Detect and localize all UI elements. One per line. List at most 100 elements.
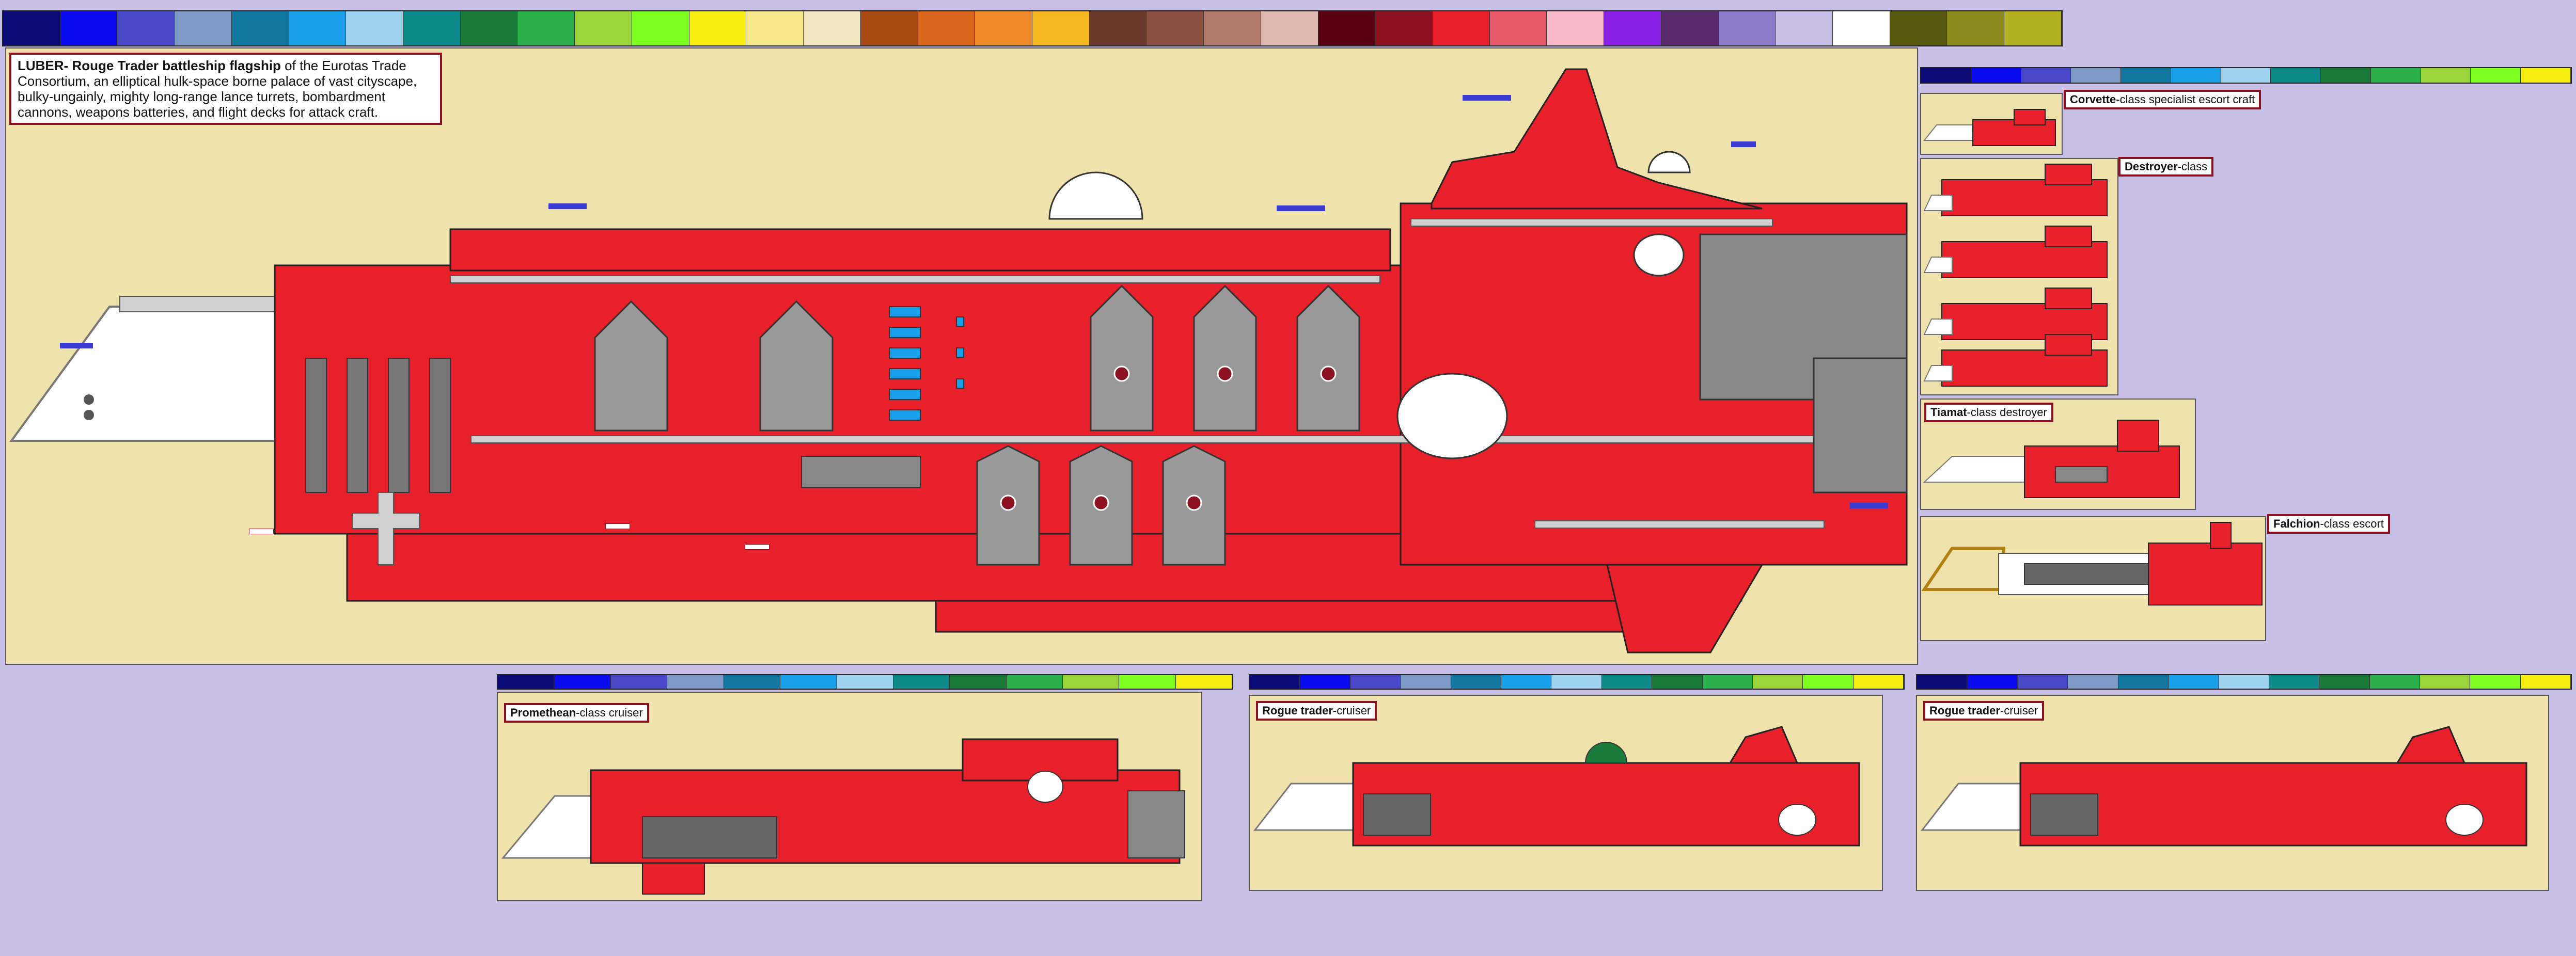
destroyer-class: -class	[2177, 160, 2208, 173]
color-swatch	[2420, 675, 2471, 689]
main-porthole	[1396, 373, 1508, 459]
fore-columns	[305, 358, 451, 493]
color-swatch	[1604, 11, 1661, 45]
color-swatch	[2321, 68, 2371, 83]
color-swatch	[1175, 675, 1233, 689]
color-swatch	[1833, 11, 1890, 45]
color-swatch	[610, 675, 668, 689]
falchion-caption: Falchion-class escort	[2267, 514, 2390, 534]
color-swatch	[1776, 11, 1833, 45]
color-swatch	[1089, 11, 1147, 45]
rogue2-caption: Rogue trader-cruiser	[1923, 701, 2045, 721]
color-swatch	[2521, 68, 2571, 83]
color-swatch	[517, 11, 575, 45]
tiamat-schematic	[1923, 420, 2180, 498]
annotation-tag	[548, 203, 587, 209]
destroyer-schematic	[1923, 164, 2108, 387]
color-swatch	[1401, 675, 1451, 689]
color-swatch	[1146, 11, 1204, 45]
color-swatch	[975, 11, 1032, 45]
color-swatch	[1032, 11, 1090, 45]
color-swatch	[2121, 68, 2171, 83]
color-swatch	[1451, 675, 1501, 689]
color-swatch	[2068, 675, 2118, 689]
deck-rail-lower	[470, 435, 1897, 443]
color-swatch	[1652, 675, 1703, 689]
corvette-panel	[1920, 93, 2063, 155]
color-swatch	[3, 11, 60, 45]
rogue2-name: Rogue trader	[1929, 704, 2000, 717]
color-swatch	[1921, 68, 1971, 83]
color-swatch	[2017, 675, 2068, 689]
tiamat-caption: Tiamat-class destroyer	[1924, 403, 2053, 422]
color-swatch	[1752, 675, 1803, 689]
prow-vents	[84, 394, 94, 420]
color-swatch	[2071, 68, 2122, 83]
destroyer-caption: Destroyer-class	[2118, 157, 2214, 177]
color-swatch	[460, 11, 518, 45]
color-swatch	[2219, 675, 2269, 689]
color-swatch	[2471, 68, 2521, 83]
color-swatch	[2271, 68, 2321, 83]
rogue-trader-panel-2: Rogue trader-cruiser	[1916, 695, 2549, 891]
corvette-name: Corvette	[2070, 93, 2116, 106]
color-swatch	[1261, 11, 1318, 45]
color-swatch	[1803, 675, 1854, 689]
color-swatch	[1489, 11, 1547, 45]
color-swatch	[1119, 675, 1176, 689]
color-swatch	[2269, 675, 2320, 689]
color-swatch	[289, 11, 347, 45]
color-swatch	[2168, 675, 2219, 689]
promethean-class: -class cruiser	[576, 706, 643, 719]
falchion-panel	[1920, 516, 2266, 641]
color-swatch	[667, 675, 724, 689]
color-swatch	[1547, 11, 1605, 45]
color-swatch	[2520, 675, 2571, 689]
color-swatch	[1062, 675, 1120, 689]
color-swatch	[554, 675, 611, 689]
annotation-tag	[1277, 205, 1325, 211]
promethean-panel: Promethean-class cruiser	[497, 692, 1202, 901]
color-swatch	[1971, 68, 2021, 83]
color-swatch	[1350, 675, 1401, 689]
observation-dome	[1048, 171, 1143, 220]
color-swatch	[575, 11, 632, 45]
color-swatch	[2370, 68, 2421, 83]
annotation-tag	[1463, 95, 1511, 101]
destroyer-name: Destroyer	[2125, 160, 2178, 173]
rogue1-class: -cruiser	[1332, 704, 1371, 717]
tiamat-panel: Tiamat-class destroyer	[1920, 399, 2196, 510]
color-swatch	[403, 11, 461, 45]
color-swatch	[1947, 11, 2005, 45]
flagship-description: of the Eurotas Trade Consortium, an elli…	[18, 58, 417, 120]
tiamat-class: -class destroyer	[1967, 406, 2047, 419]
color-swatch	[1718, 11, 1776, 45]
color-swatch	[1917, 675, 1968, 689]
rogue1-caption: Rogue trader-cruiser	[1256, 701, 1377, 721]
annotation-tag	[249, 529, 274, 534]
blue-windows	[889, 306, 964, 421]
flagship-panel: LUBER- Rouge Trader battleship flagship …	[5, 47, 1918, 665]
flagship-caption: LUBER- Rouge Trader battleship flagship …	[9, 53, 442, 125]
tower-rail	[1410, 218, 1773, 227]
corvette-class: -class specialist escort craft	[2116, 93, 2255, 106]
flagship-title: LUBER- Rouge Trader battleship flagship	[18, 58, 281, 73]
color-swatch	[1967, 675, 2018, 689]
color-swatch	[1853, 675, 1904, 689]
tiamat-name: Tiamat	[1930, 406, 1967, 419]
color-swatch	[893, 675, 950, 689]
color-scale-bottom-1	[497, 674, 1233, 690]
destroyer-panel	[1920, 158, 2118, 395]
flagship-schematic	[9, 68, 1908, 654]
color-swatch	[1890, 11, 1947, 45]
color-swatch	[2118, 675, 2169, 689]
color-swatch	[837, 675, 893, 689]
annotation-tag	[1731, 141, 1756, 147]
promethean-name: Promethean	[510, 706, 576, 719]
rogue2-class: -cruiser	[2000, 704, 2038, 717]
corvette-caption: Corvette-class specialist escort craft	[2064, 90, 2261, 109]
stern-keel	[1606, 564, 1764, 654]
color-swatch	[60, 11, 118, 45]
falchion-class: -class escort	[2320, 517, 2384, 530]
annotation-tag	[605, 523, 630, 529]
